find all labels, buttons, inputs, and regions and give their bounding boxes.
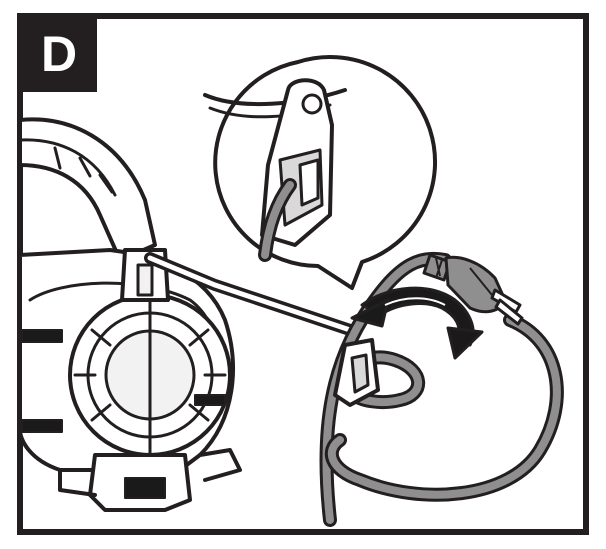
- blower-body: [18, 117, 242, 512]
- plug: [422, 253, 524, 326]
- cord-hook: [333, 338, 380, 407]
- step-badge: D: [21, 16, 97, 92]
- rotate-arrow-icon: [350, 286, 484, 360]
- detail-hook: [203, 78, 347, 262]
- step-letter: D: [40, 26, 78, 82]
- blower-handle: [18, 117, 157, 262]
- power-cord: [319, 251, 564, 527]
- leader-line: [144, 252, 356, 336]
